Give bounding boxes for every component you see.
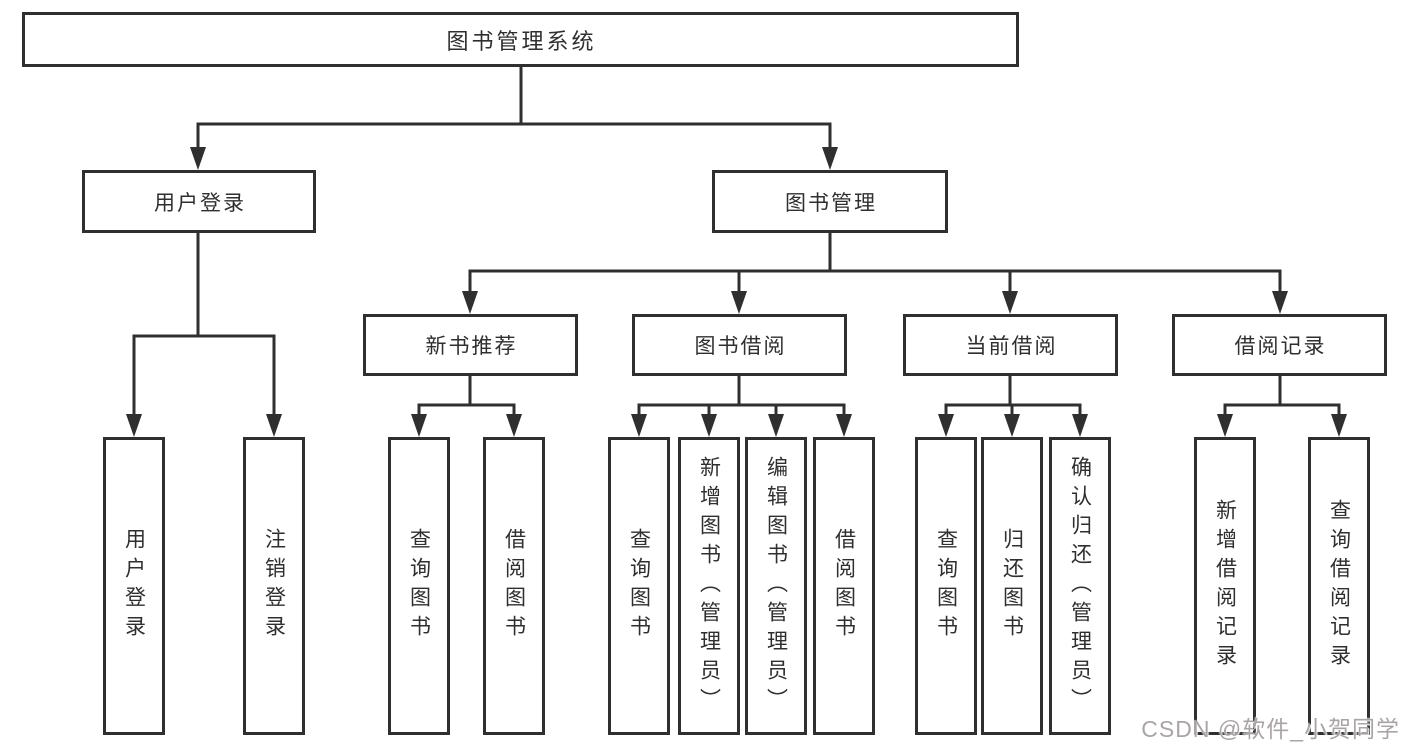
arrowhead [1331,414,1347,437]
node-label: 确认归还（管理员） [1068,455,1092,717]
arrowhead [822,147,838,170]
leaf-add-borrow-record: 新增借阅记录 [1194,437,1256,735]
node-label: 图书借阅 [694,335,787,358]
connector-book-borrow [637,374,846,426]
leaf-query-borrow-record: 查询借阅记录 [1308,437,1370,735]
leaf-query-books: 查询图书 [388,437,450,735]
leaf-query-books: 查询图书 [608,437,670,735]
node-label: 图书管理系统 [446,28,597,54]
node-borrow-record: 借阅记录 [1172,314,1387,376]
node-label: 编辑图书（管理员） [764,455,788,717]
leaf-borrow-books: 借阅图书 [813,437,875,735]
leaf-user-login: 用户登录 [103,437,165,735]
arrowhead [1004,414,1020,437]
node-label: 图书管理 [785,191,877,215]
node-label: 当前借阅 [965,335,1058,358]
connector-book-management [468,231,1282,300]
arrowhead [462,291,478,314]
node-label: 用户登录 [154,191,246,215]
leaf-add-book-admin: 新增图书（管理员） [678,437,740,735]
arrowhead [1217,414,1233,437]
node-label: 注销登录 [262,528,286,644]
connector-user-login [132,231,276,422]
connector-borrow-record [1223,374,1341,426]
leaf-confirm-return-admin: 确认归还（管理员） [1049,437,1111,735]
leaf-logout: 注销登录 [243,437,305,735]
arrowhead [190,147,206,170]
node-root-system: 图书管理系统 [22,12,1019,67]
arrowhead [126,414,142,437]
node-book-management: 图书管理 [712,170,948,233]
leaf-edit-book-admin: 编辑图书（管理员） [745,437,807,735]
node-current-borrow: 当前借阅 [903,314,1118,376]
node-new-book-recommend: 新书推荐 [363,314,578,376]
node-label: 查询借阅记录 [1327,499,1351,673]
node-label: 借阅图书 [502,528,526,644]
node-book-borrow: 图书借阅 [632,314,847,376]
arrowhead [631,414,647,437]
arrowhead [768,414,784,437]
node-label: 借阅图书 [832,528,856,644]
node-user-login: 用户登录 [82,170,316,233]
node-label: 新增图书（管理员） [697,455,721,717]
arrowhead [938,414,954,437]
node-label: 新增借阅记录 [1213,499,1237,673]
arrowhead [1002,291,1018,314]
arrowhead [1272,291,1288,314]
node-label: 新书推荐 [425,335,518,358]
node-label: 用户登录 [122,528,146,644]
arrowhead [836,414,852,437]
connector-new-book [417,374,516,426]
node-label: 归还图书 [1000,528,1024,644]
arrowhead [266,414,282,437]
arrowhead [411,414,427,437]
leaf-return-book: 归还图书 [981,437,1043,735]
arrowhead [1072,414,1088,437]
leaf-borrow-books: 借阅图书 [483,437,545,735]
node-label: 查询图书 [407,528,431,644]
node-label: 借阅记录 [1234,335,1327,358]
arrowhead [701,414,717,437]
arrowhead [506,414,522,437]
node-label: 查询图书 [627,528,651,644]
leaf-query-books: 查询图书 [915,437,977,735]
arrowhead [731,291,747,314]
connector-root [196,65,832,154]
node-label: 查询图书 [934,528,958,644]
